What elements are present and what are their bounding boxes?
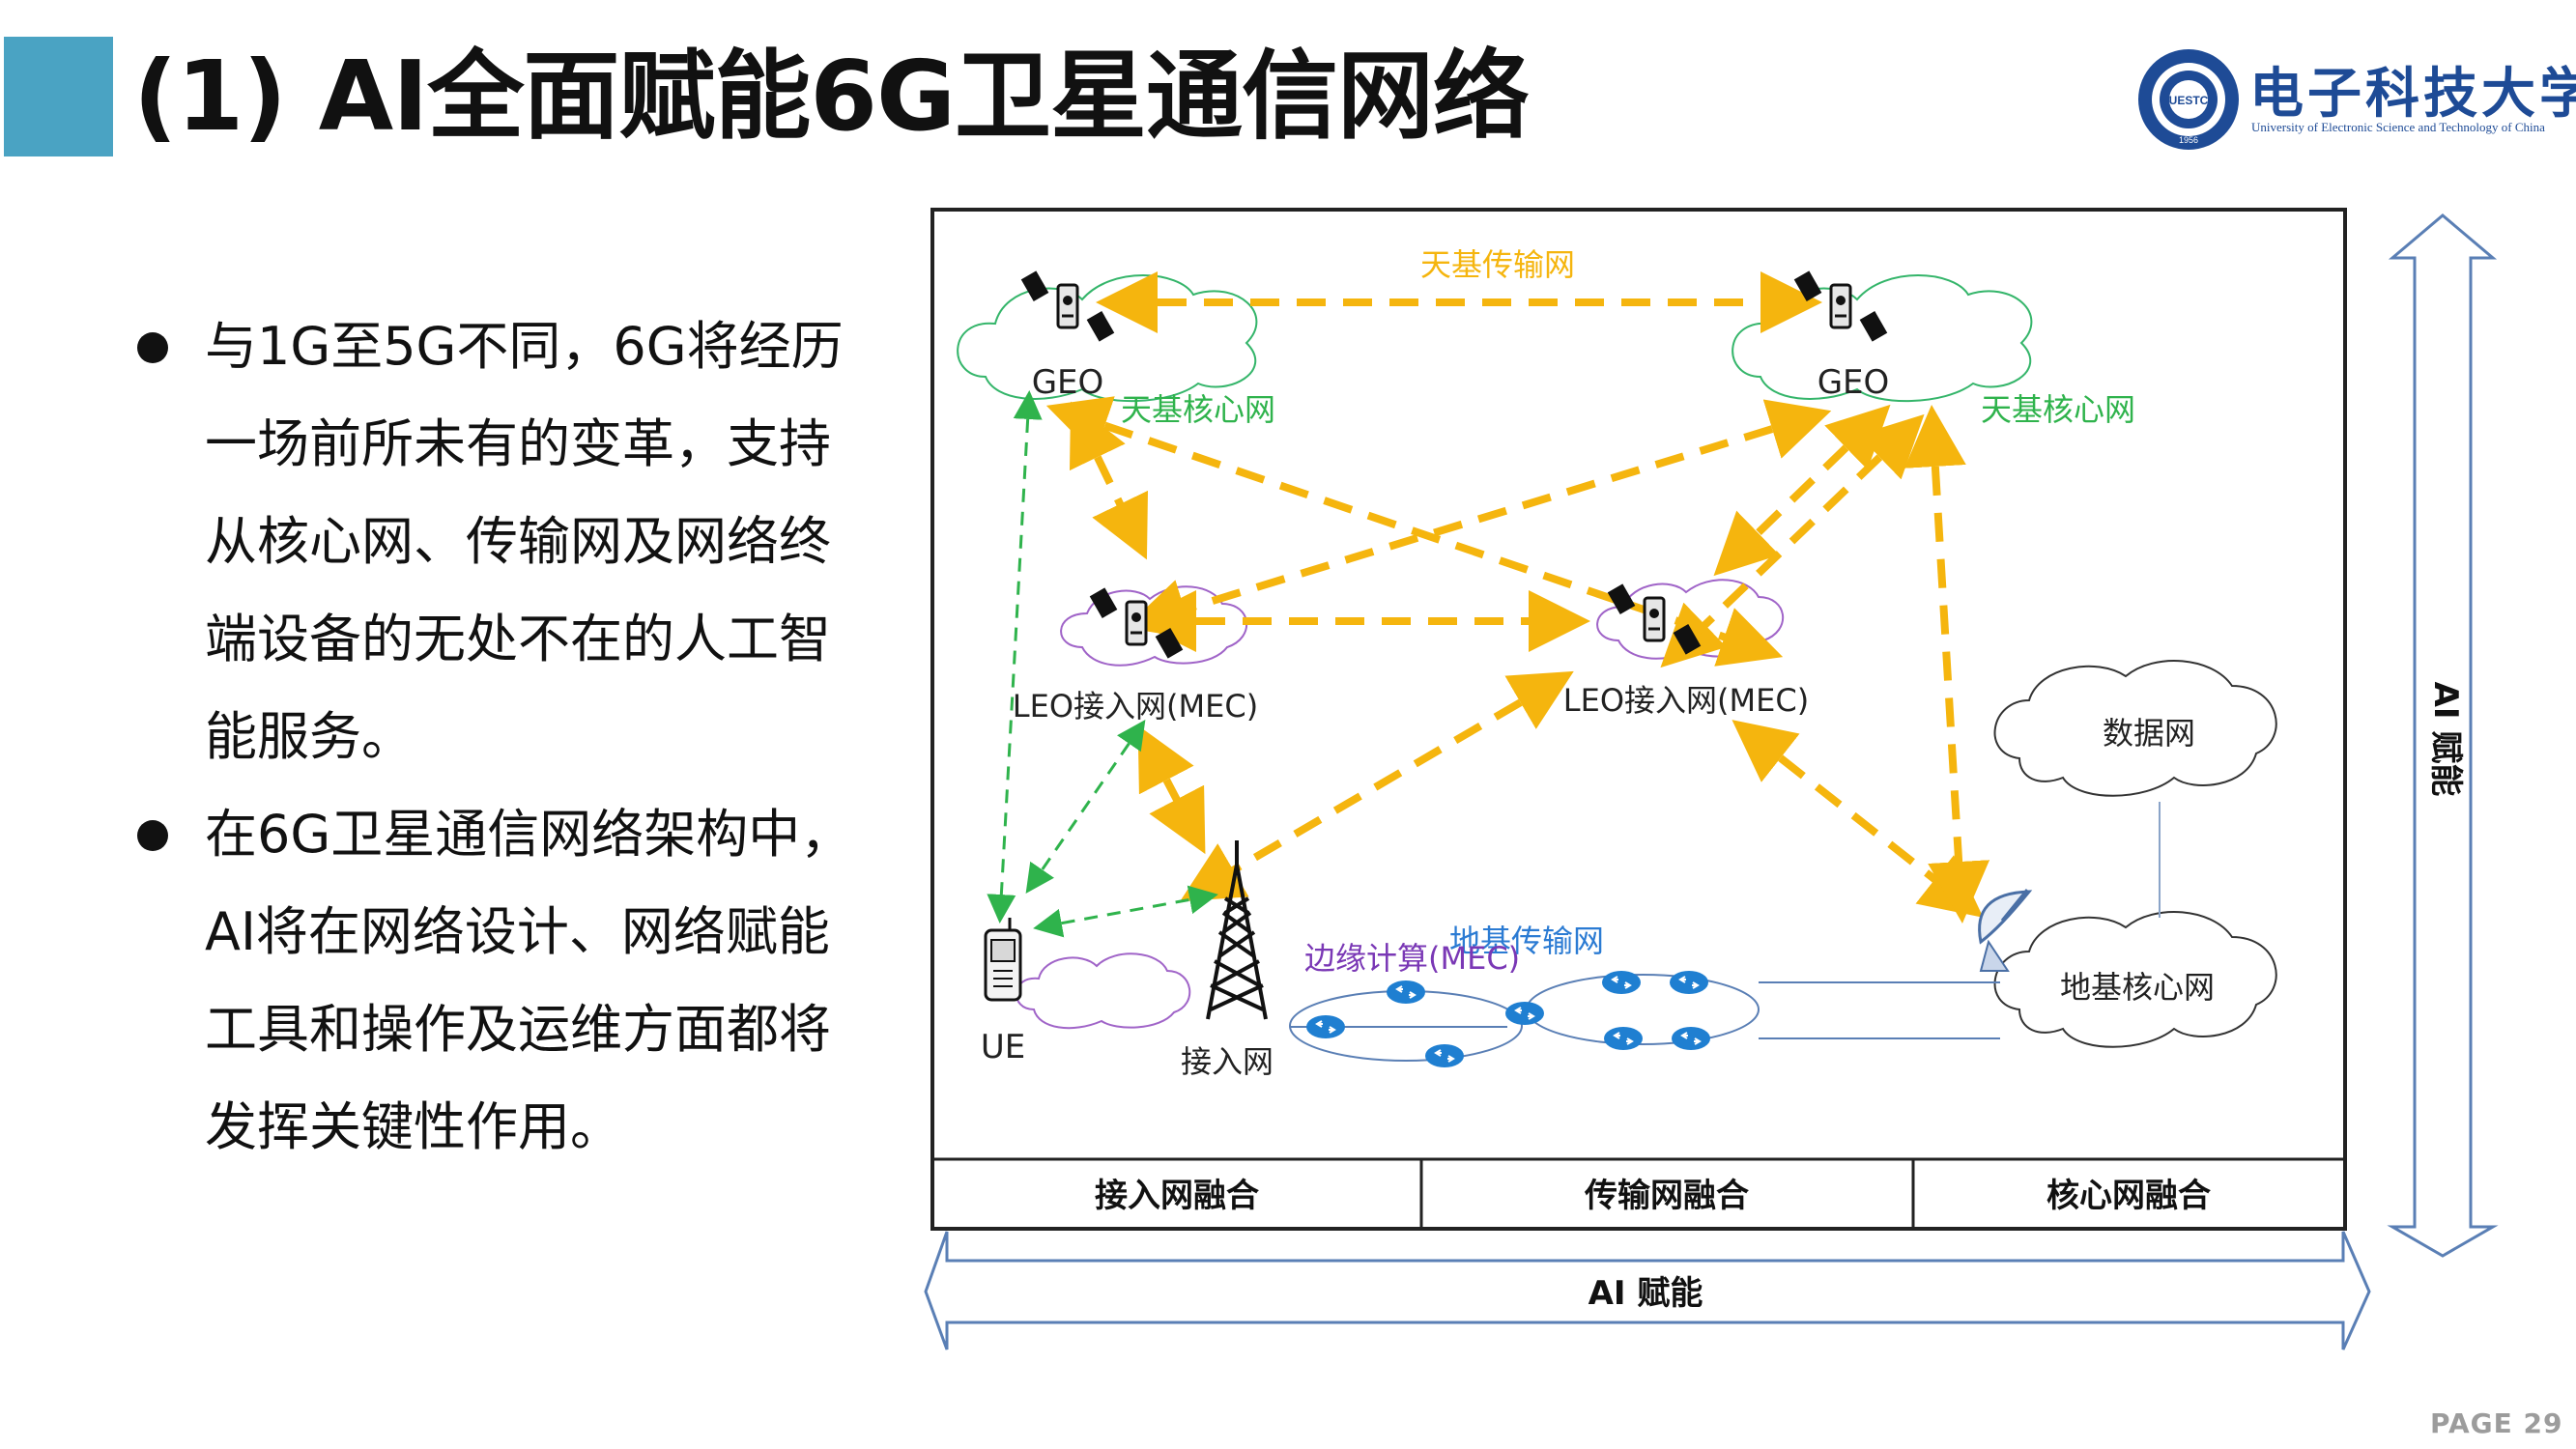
- ai-horizontal-arrow: [924, 1231, 2371, 1350]
- router-icon: [1386, 980, 1426, 1005]
- label-geo-left: GEO: [1032, 363, 1104, 402]
- university-logo: UESTC 1956 电子科技大学 University of Electron…: [2135, 46, 2576, 153]
- label-leo-right: LEO接入网(MEC): [1563, 682, 1809, 719]
- bullet-line: 端设备的无处不在的人工智: [205, 609, 831, 669]
- label-edge-compute: 边缘计算(MEC): [1304, 940, 1520, 977]
- university-seal-icon: UESTC 1956: [2138, 49, 2239, 150]
- bullet-line: AI将在网络设计、网络赋能: [205, 901, 830, 962]
- label-geo-right: GEO: [1818, 363, 1890, 402]
- ai-horizontal-label: AI 赋能: [1589, 1274, 1703, 1313]
- label-access-net: 接入网: [1181, 1043, 1274, 1080]
- dish-antenna-icon: [1978, 889, 2033, 972]
- router-icon: [1603, 1026, 1644, 1051]
- ai-vertical-label: AI 赋能: [2426, 682, 2465, 797]
- bullet-line: 一场前所未有的变革，支持: [205, 413, 831, 474]
- cloud-icon: [1993, 660, 2277, 797]
- diagram-frame: [930, 208, 2347, 1231]
- page-title: (1) AI全面赋能6G卫星通信网络: [133, 40, 1530, 153]
- bullet-dot-icon: [137, 332, 168, 363]
- bullet-list: 与1G至5G不同，6G将经历 一场前所未有的变革，支持 从核心网、传输网及网络终…: [135, 298, 889, 1176]
- fusion-core: 核心网融合: [2046, 1177, 2211, 1215]
- label-leo-left: LEO接入网(MEC): [1013, 688, 1258, 724]
- cloud-icon: [1993, 911, 2277, 1048]
- bullet-line: 在6G卫星通信网络架构中，: [205, 804, 853, 865]
- label-ground-core: 地基核心网: [2060, 969, 2215, 1006]
- router-icon: [1671, 1026, 1711, 1051]
- bullet-line: 从核心网、传输网及网络终: [205, 511, 831, 572]
- fusion-access: 接入网融合: [1095, 1177, 1259, 1215]
- router-icon: [1504, 1001, 1545, 1026]
- label-ground-transport: 地基传输网: [1449, 923, 1604, 959]
- university-name-en: University of Electronic Science and Tec…: [2251, 120, 2545, 134]
- bullet-line: 发挥关键性作用。: [205, 1096, 622, 1157]
- bullet-line: 能服务。: [205, 706, 414, 767]
- phone-icon: [984, 918, 1022, 1002]
- cloud-icon: [1015, 952, 1191, 1030]
- bullet-line: 与1G至5G不同，6G将经历: [205, 316, 844, 377]
- svg-text:UESTC: UESTC: [2169, 94, 2209, 107]
- ai-vertical-arrow: [2387, 213, 2499, 1258]
- title-accent-bar: [4, 37, 113, 156]
- label-space-transport: 天基传输网: [1420, 246, 1575, 283]
- bullet-item: 与1G至5G不同，6G将经历 一场前所未有的变革，支持 从核心网、传输网及网络终…: [135, 298, 889, 785]
- label-space-core-left: 天基核心网: [1121, 391, 1275, 428]
- bullet-dot-icon: [137, 820, 168, 851]
- page-number: PAGE 29: [2430, 1407, 2563, 1439]
- router-icon: [1424, 1043, 1465, 1068]
- fusion-transport: 传输网融合: [1584, 1177, 1749, 1215]
- router-icon: [1601, 970, 1642, 995]
- label-space-core-right: 天基核心网: [1981, 391, 2135, 428]
- label-ue: UE: [981, 1028, 1025, 1066]
- radio-tower-icon: [1206, 840, 1268, 1020]
- bullet-line: 工具和操作及运维方面都将: [205, 999, 831, 1060]
- bullet-item: 在6G卫星通信网络架构中， AI将在网络设计、网络赋能 工具和操作及运维方面都将…: [135, 785, 889, 1176]
- router-icon: [1305, 1014, 1346, 1039]
- university-name-cn: 电子科技大学: [2249, 62, 2576, 126]
- network-architecture-diagram: 接入网融合 传输网融合 核心网融合 AI 赋能 AI 赋能: [924, 208, 2499, 1350]
- router-icon: [1669, 970, 1709, 995]
- label-data-net: 数据网: [2103, 715, 2195, 752]
- svg-text:1956: 1956: [2179, 135, 2198, 145]
